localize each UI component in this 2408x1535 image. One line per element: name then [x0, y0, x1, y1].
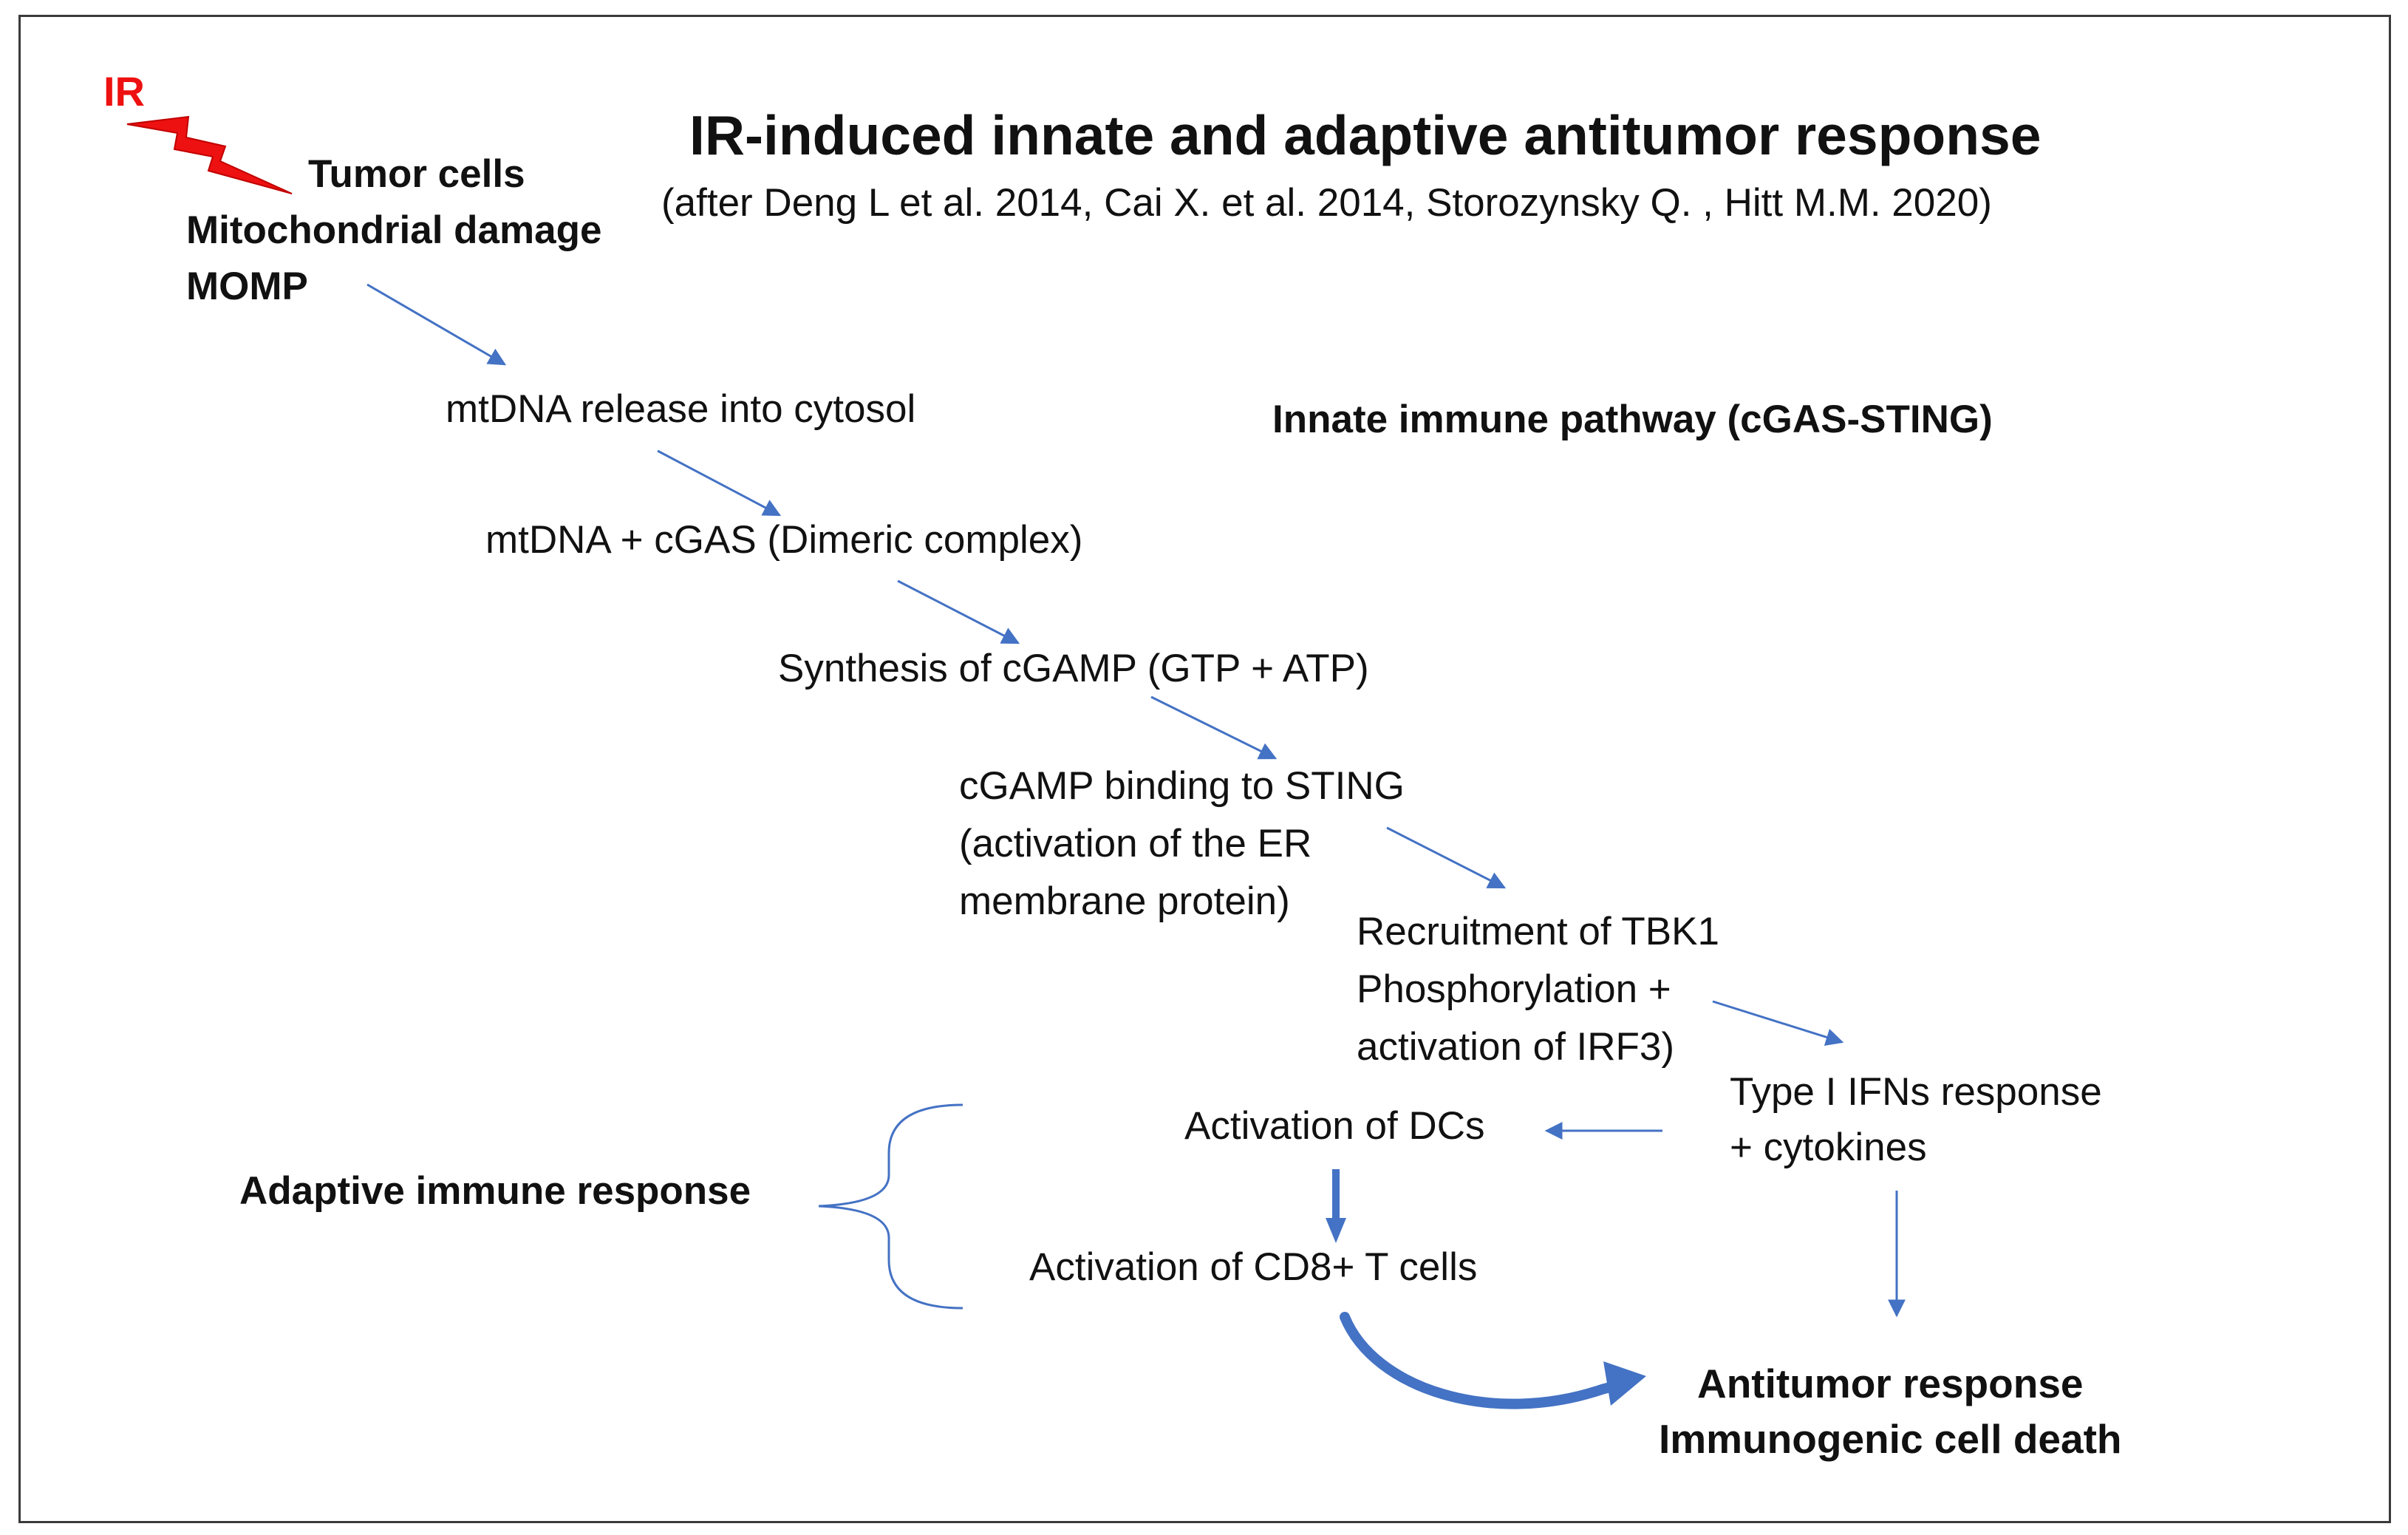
diagram-subtitle: (after Deng L et al. 2014, Cai X. et al.… — [661, 181, 1992, 225]
step-sting-line3: membrane protein) — [959, 879, 1290, 923]
step-ifn: Type I IFNs response + cytokines — [1730, 1064, 2102, 1175]
lightning-bolt-icon — [126, 115, 293, 194]
step-cd8-activation: Activation of CD8+ T cells — [1029, 1245, 1478, 1289]
step-tbk1-line1: Recruitment of TBK1 — [1357, 910, 1719, 953]
step-ifn-line1: Type I IFNs response — [1730, 1070, 2102, 1114]
outcome-antitumor-response: Antitumor response — [1696, 1361, 2084, 1406]
arrow-cgamp-to-sting — [1150, 695, 1278, 760]
ir-label: IR — [103, 68, 145, 115]
arrow-cgas-to-cgamp — [897, 579, 1020, 644]
pathway-label: Innate immune pathway (cGAS-STING) — [1272, 398, 1993, 441]
arrow-cd8-to-outcome — [1340, 1312, 1629, 1409]
step-mtdna-release: mtDNA release into cytosol — [446, 387, 916, 431]
arrow-sting-to-tbk1 — [1386, 826, 1507, 889]
step-tbk1: Recruitment of TBK1 Phosphorylation + ac… — [1357, 903, 1719, 1076]
adaptive-label: Adaptive immune response — [239, 1169, 751, 1213]
diagram-title: IR-induced innate and adaptive antitumor… — [689, 104, 2042, 166]
step-mtdna-cgas: mtDNA + cGAS (Dimeric complex) — [485, 518, 1083, 562]
step-ifn-line2: + cytokines — [1730, 1126, 1927, 1169]
step-tbk1-line3: activation of IRF3) — [1357, 1025, 1675, 1069]
arrow-dc-to-cd8-head — [1326, 1218, 1346, 1243]
start-mitochondrial-damage: Mitochondrial damage — [186, 208, 602, 252]
diagram-frame — [18, 15, 2391, 1523]
arrow-cd8-to-outcome-head — [1603, 1361, 1646, 1406]
step-dc-activation: Activation of DCs — [1184, 1104, 1485, 1148]
outcome-immunogenic-cell-death: Immunogenic cell death — [1659, 1416, 2122, 1462]
start-momp: MOMP — [186, 265, 308, 308]
adaptive-bracket — [818, 1103, 963, 1310]
step-sting-line2: (activation of the ER — [959, 822, 1312, 865]
start-tumor-cells: Tumor cells — [308, 152, 525, 196]
step-tbk1-line2: Phosphorylation + — [1357, 967, 1671, 1011]
arrow-momp-to-release — [366, 283, 507, 366]
arrow-tbk1-to-ifn — [1712, 1000, 1844, 1046]
step-cgamp-synthesis: Synthesis of cGAMP (GTP + ATP) — [778, 647, 1369, 690]
arrow-release-to-cgas — [657, 449, 782, 517]
step-sting: cGAMP binding to STING (activation of th… — [959, 758, 1405, 930]
step-sting-line1: cGAMP binding to STING — [959, 764, 1405, 808]
outcome: Antitumor response Immunogenic cell deat… — [1659, 1356, 2122, 1467]
